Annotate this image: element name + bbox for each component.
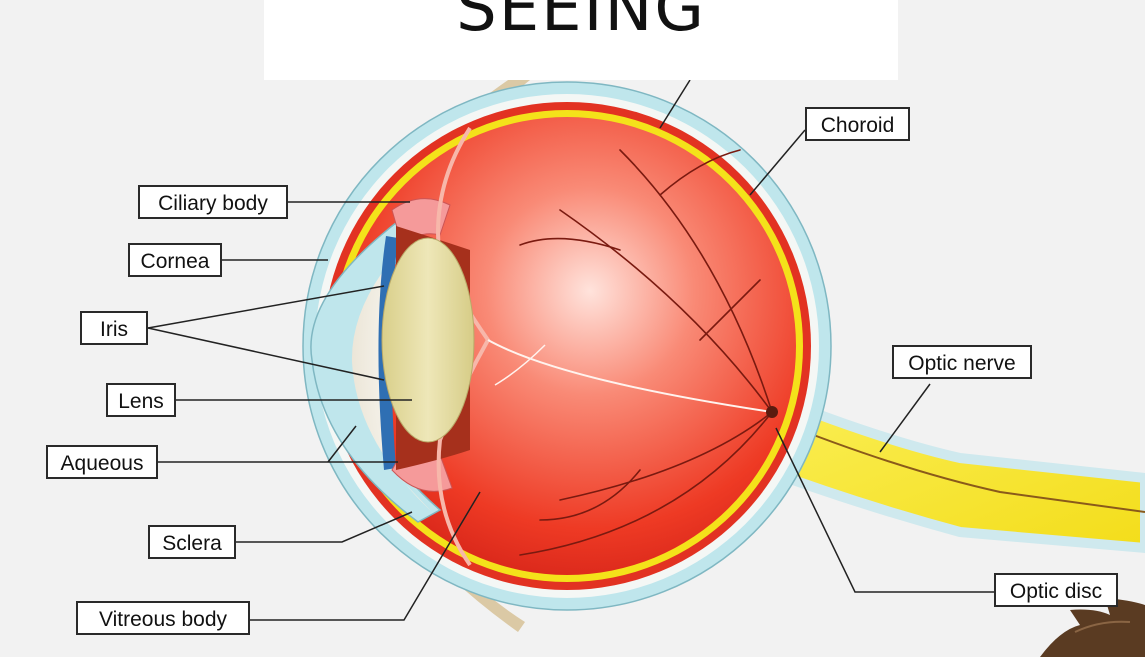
label-ciliary-body: Ciliary body [138, 185, 288, 219]
label-optic-nerve: Optic nerve [892, 345, 1032, 379]
label-sclera: Sclera [148, 525, 236, 559]
optic-disc-mark [766, 406, 778, 418]
title-panel: SEEING [264, 0, 898, 80]
label-choroid: Choroid [805, 107, 910, 141]
page-title: SEEING [264, 0, 898, 46]
label-cornea: Cornea [128, 243, 222, 277]
label-aqueous: Aqueous [46, 445, 158, 479]
lens-shape [382, 238, 474, 442]
label-lens: Lens [106, 383, 176, 417]
label-optic-disc: Optic disc [994, 573, 1118, 607]
label-iris: Iris [80, 311, 148, 345]
label-vitreous-body: Vitreous body [76, 601, 250, 635]
